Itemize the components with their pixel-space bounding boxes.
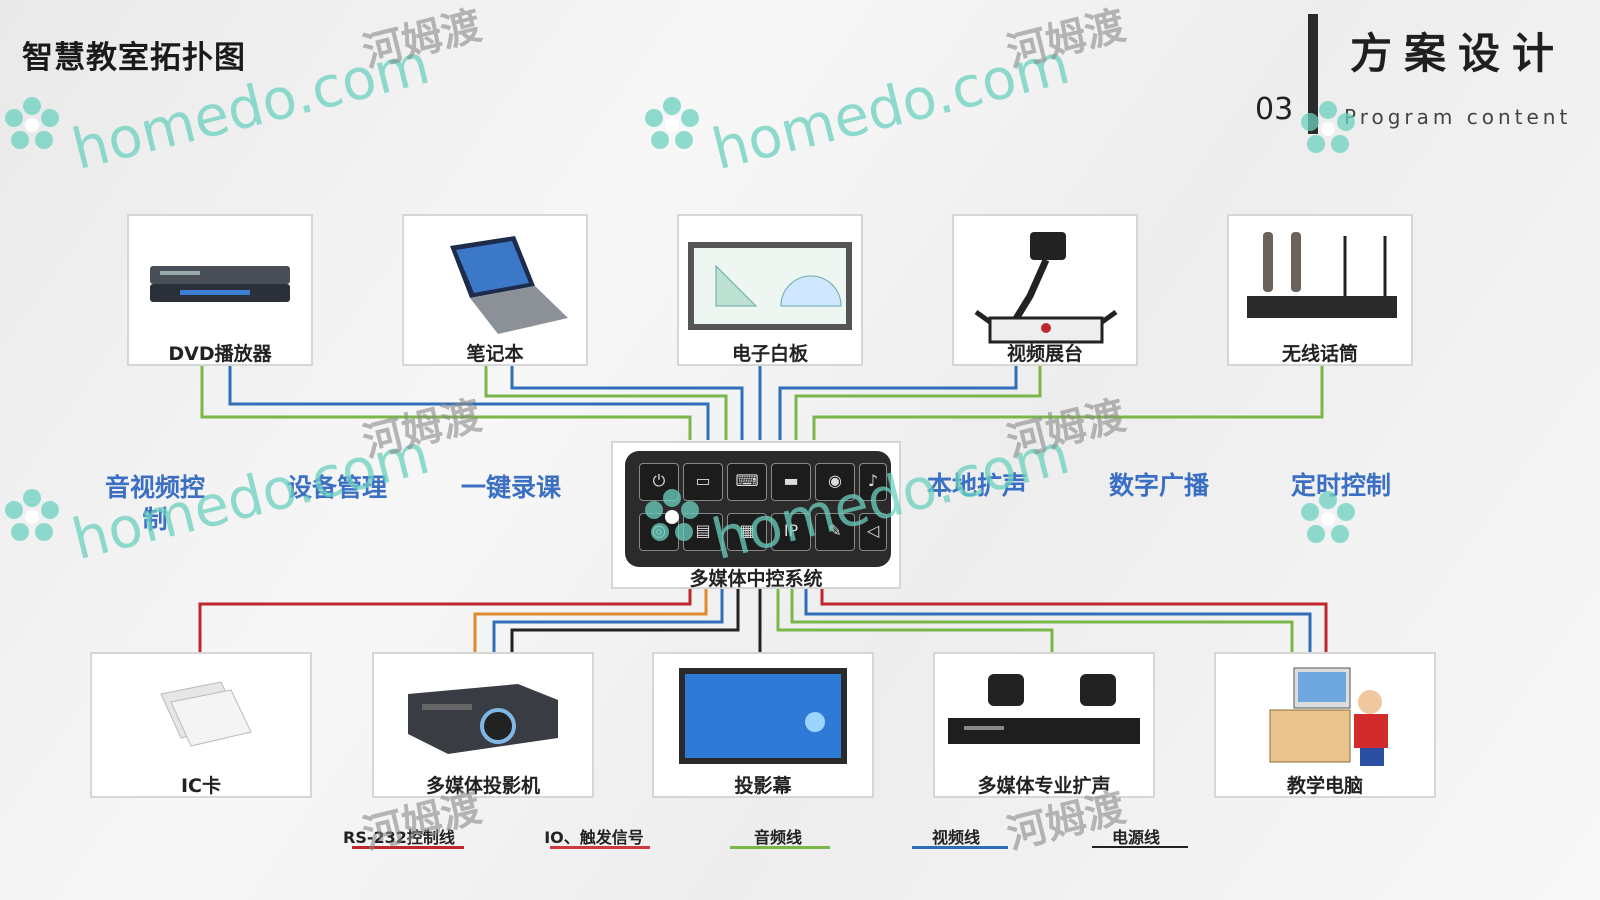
dvd-player-icon <box>150 266 290 302</box>
device-laptop: 笔记本 <box>402 214 588 366</box>
section-number: 03 <box>1255 92 1294 127</box>
watermark-flower-icon <box>645 97 699 149</box>
watermark-flower-icon <box>1301 491 1355 543</box>
device-label: DVD播放器 <box>168 343 272 365</box>
feature-device-management: 设备管理 <box>286 473 387 502</box>
projector-icon <box>408 684 558 754</box>
laptop-icon: ⌨ <box>727 463 767 501</box>
device-label: 视频展台 <box>1006 343 1083 365</box>
legend-audio: 音频线 <box>753 828 802 847</box>
amplifier-speaker-icon <box>948 674 1140 744</box>
watermark-flower-icon <box>645 489 699 541</box>
legend-rs232-line <box>352 846 464 849</box>
wire-pc-audio <box>790 589 1294 652</box>
device-video-booth: 视频展台 <box>952 214 1138 366</box>
screen2-icon: ▦ <box>727 513 767 551</box>
feature-local-pa: 本地扩声 <box>926 471 1027 500</box>
watermark-flower-icon <box>1301 101 1355 153</box>
section-title: 方案设计 <box>1350 29 1567 78</box>
wire-projector-power <box>510 589 740 652</box>
projection-screen-icon <box>679 668 847 764</box>
wire-projector-io <box>473 589 708 652</box>
legend-audio-line <box>730 846 830 849</box>
computer-icon: ▭ <box>683 463 723 501</box>
device-wireless-mic: 无线话筒 <box>1227 214 1413 366</box>
microphone-icon <box>1247 232 1397 318</box>
feature-one-key-record: 一键录课 <box>460 473 561 502</box>
central-control-system: ⏻ ▭ ⌨ ▬ ◉ ♪ ◎ ▤ ▦ IP ✎ ◁ 多媒体中控系统 <box>611 441 901 590</box>
device-label: 多媒体专业扩声 <box>977 775 1111 797</box>
legend-power: 电源线 <box>1111 828 1160 847</box>
projector-icon: ▬ <box>771 463 811 501</box>
document-camera-icon <box>974 232 1118 344</box>
device-ic-card: IC卡 <box>90 652 312 798</box>
feature-digital-broadcast: 数字广播 <box>1108 471 1209 500</box>
camera-icon: ◉ <box>815 463 855 501</box>
device-label: 电子白板 <box>731 343 808 365</box>
wire-amp-audio <box>776 589 1054 652</box>
wire-laptop-video <box>510 366 744 440</box>
control-panel: ⏻ ▭ ⌨ ▬ ◉ ♪ ◎ ▤ ▦ IP ✎ ◁ <box>625 451 891 567</box>
legend-video-line <box>912 846 1008 849</box>
ic-card-icon <box>160 681 252 747</box>
device-dvd: DVD播放器 <box>127 214 313 366</box>
wire-dvd-video <box>228 366 710 440</box>
device-label: 教学电脑 <box>1286 775 1363 797</box>
wire-projector-video <box>492 589 724 652</box>
device-projection-screen: 投影幕 <box>652 652 874 798</box>
wire-dvd-audio <box>200 366 692 440</box>
device-label: 多媒体投影机 <box>425 775 540 797</box>
ip-icon: IP <box>771 513 811 551</box>
wire-laptop-audio <box>484 366 728 440</box>
center-label: 多媒体中控系统 <box>689 568 823 590</box>
whiteboard-icon <box>688 242 852 330</box>
legend-video: 视频线 <box>931 828 980 847</box>
wire-booth-audio <box>794 366 1042 440</box>
wire-pc-rs232 <box>820 589 1328 652</box>
legend-power-line <box>1092 846 1188 848</box>
volume-icon: ◁ <box>859 513 887 551</box>
teacher-computer-icon <box>1269 667 1388 766</box>
wire-mic-audio <box>812 366 1324 440</box>
power-icon: ⏻ <box>639 463 679 501</box>
legend-io: IO、触发信号 <box>544 828 644 847</box>
watermark-flower-icon <box>5 489 59 541</box>
device-label: 无线话筒 <box>1281 343 1358 365</box>
header-divider <box>1308 14 1318 134</box>
speaker-icon: ♪ <box>859 463 887 501</box>
legend-rs232: RS-232控制线 <box>343 828 455 847</box>
feature-av-control: 音视频控制 <box>104 473 205 534</box>
device-label: 投影幕 <box>734 775 792 797</box>
mic-icon: ✎ <box>815 513 855 551</box>
device-whiteboard: 电子白板 <box>677 214 863 366</box>
page-title: 智慧教室拓扑图 <box>22 40 246 76</box>
wire-booth-video <box>778 366 1018 440</box>
device-label: IC卡 <box>180 775 221 797</box>
device-label: 笔记本 <box>466 343 524 365</box>
laptop-icon <box>450 236 568 334</box>
device-teaching-pc: 教学电脑 <box>1214 652 1436 798</box>
wire-ic-rs232 <box>198 589 692 652</box>
legend-io-line <box>550 846 650 849</box>
device-projector: 多媒体投影机 <box>372 652 594 798</box>
wire-pc-video <box>804 589 1312 652</box>
watermark-flower-icon <box>5 97 59 149</box>
device-pro-audio: 多媒体专业扩声 <box>933 652 1155 798</box>
feature-timed-control: 定时控制 <box>1290 471 1391 500</box>
section-subtitle: Program content <box>1344 105 1572 129</box>
